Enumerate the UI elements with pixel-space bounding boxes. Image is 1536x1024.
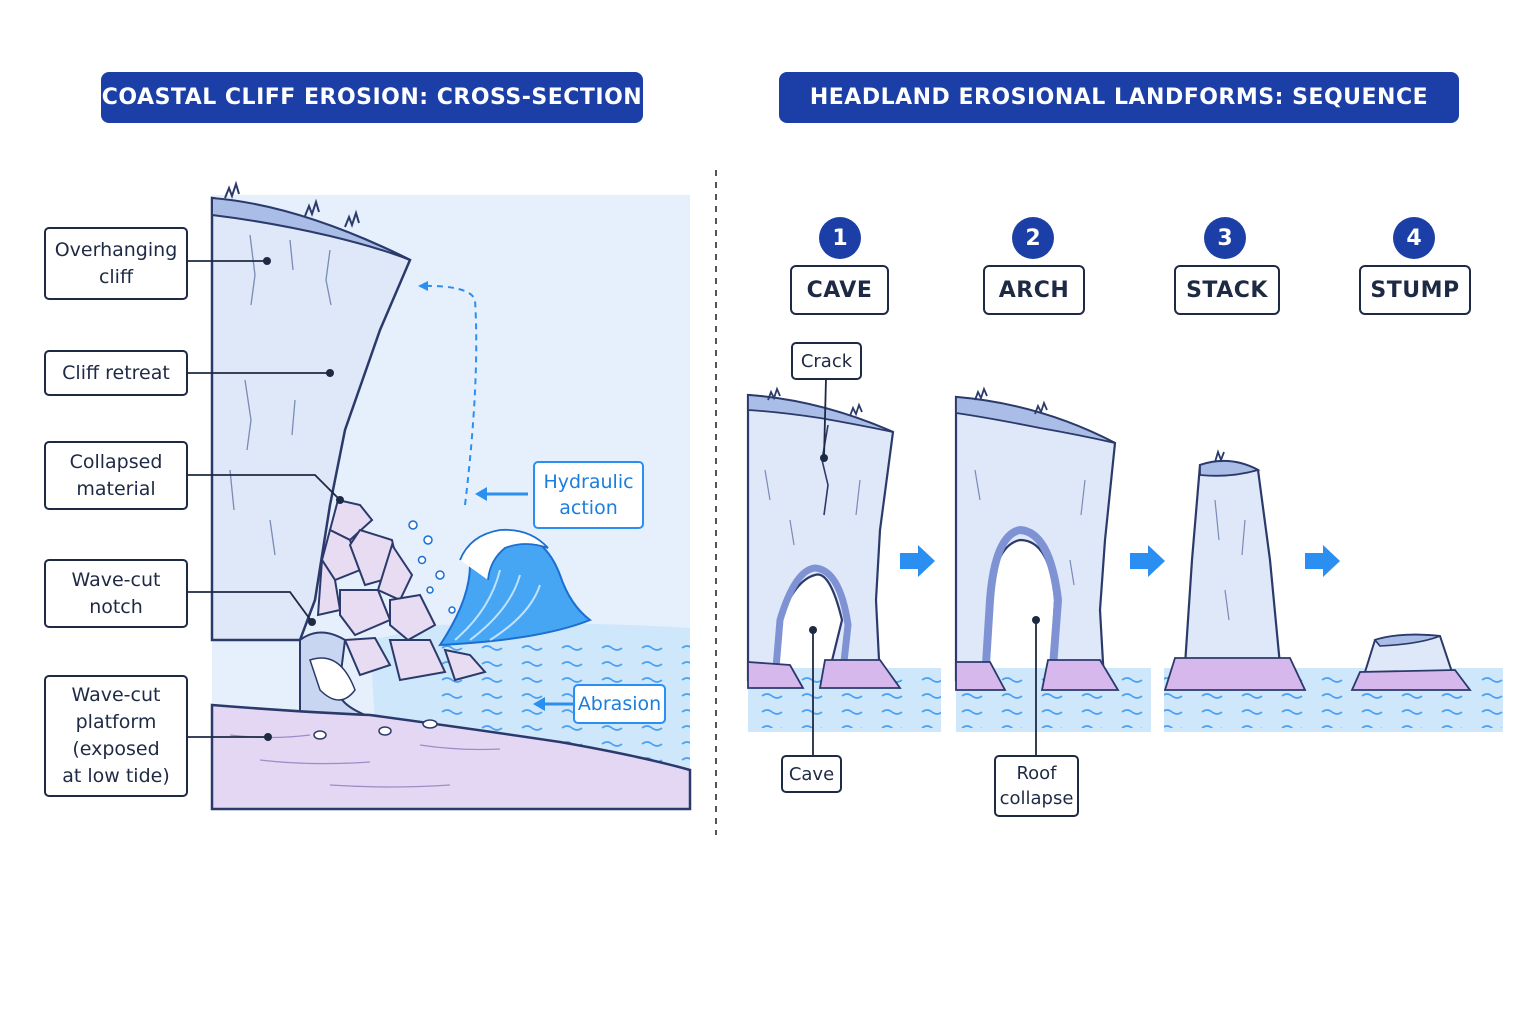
label-wave-cut-platform: Wave-cut platform (exposed at low tide): [44, 675, 188, 797]
label-abrasion: Abrasion: [573, 684, 666, 724]
abrasion-arrowhead: [533, 697, 545, 711]
grass-tuft: [224, 180, 240, 199]
label-hydraulic-action: Hydraulic action: [533, 461, 644, 529]
stage-3-name: STACK: [1174, 265, 1280, 315]
spray-droplets: [408, 520, 456, 614]
sequence-arrows: [900, 545, 1340, 577]
stage-stack-illustration: [1163, 449, 1351, 732]
stage-stump-illustration: [1330, 633, 1503, 732]
notch-splash: [309, 657, 356, 701]
callout-crack: Crack: [791, 342, 862, 380]
grass-tuft: [344, 209, 360, 228]
stage-arch-illustration: [954, 386, 1151, 732]
grass-tuft: [304, 198, 320, 217]
label-collapsed-material: Collapsed material: [44, 441, 188, 510]
wave-cut-platform-shape: [210, 703, 692, 811]
leader-dots: [263, 257, 344, 741]
retreat-dashed-path: [419, 284, 478, 506]
label-overhanging-cliff: Overhanging cliff: [44, 227, 188, 300]
stage-1-name: CAVE: [790, 265, 889, 315]
stage-4-name: STUMP: [1359, 265, 1471, 315]
stage-1-number: 1: [819, 217, 861, 259]
arrow-3-to-4: [1305, 545, 1340, 577]
callout-cave: Cave: [781, 755, 842, 793]
callout-leaders: [812, 377, 1037, 757]
stage-2-number: 2: [1012, 217, 1054, 259]
stage-3-number: 3: [1204, 217, 1246, 259]
pebbles: [313, 719, 438, 740]
wave-streaks: [454, 569, 541, 641]
callout-dots: [809, 454, 1040, 634]
leader-lines: [187, 260, 341, 738]
cliff-texture: [229, 234, 332, 556]
right-panel-title: HEADLAND EROSIONAL LANDFORMS: SEQUENCE: [779, 72, 1459, 123]
left-panel-title: COASTAL CLIFF EROSION: CROSS-SECTION: [101, 72, 643, 123]
retreat-arrowhead: [418, 281, 428, 291]
hydraulic-arrowhead: [475, 487, 487, 501]
collapsed-boulders: [316, 498, 487, 682]
label-wave-cut-notch: Wave-cut notch: [44, 559, 188, 628]
wave-crest-foam: [459, 528, 549, 581]
arrow-1-to-2: [900, 545, 935, 577]
callout-roof-collapse: Roof collapse: [994, 755, 1079, 817]
cliff-top-grass: [211, 196, 411, 261]
stage-cave-illustration: [746, 386, 941, 732]
stage-2-name: ARCH: [983, 265, 1085, 315]
label-cliff-retreat: Cliff retreat: [44, 350, 188, 396]
arrow-2-to-3: [1130, 545, 1165, 577]
stage-4-number: 4: [1393, 217, 1435, 259]
